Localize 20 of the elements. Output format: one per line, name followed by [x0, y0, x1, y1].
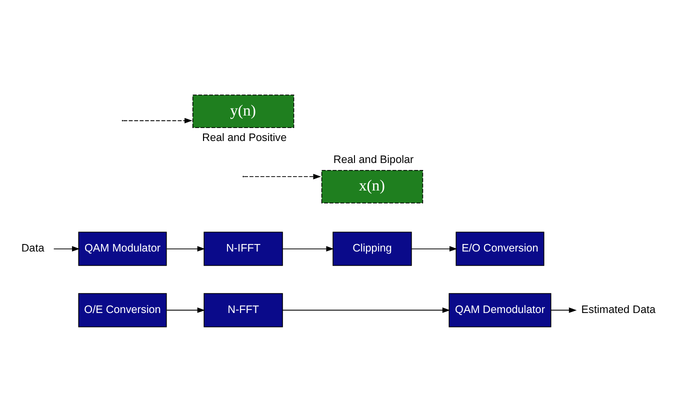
node-box: Clipping [332, 231, 412, 266]
arrow [123, 117, 192, 123]
arrow [53, 246, 80, 252]
node-box: E/O Conversion [456, 231, 544, 266]
node-box: O/E Conversion [78, 292, 167, 327]
node-label: Real and Positive [202, 132, 287, 144]
node-box: QAM Demodulator [448, 292, 552, 327]
node-box: N-IFFT [204, 231, 283, 266]
node-label: Real and Bipolar [333, 153, 414, 166]
node-text: Estimated Data [581, 304, 656, 316]
arrow [411, 246, 458, 252]
arrow [166, 246, 206, 252]
arrow [166, 306, 206, 312]
node-box: QAM Modulator [78, 231, 167, 266]
arrow [282, 246, 334, 252]
arrow [550, 306, 577, 312]
node-text: Data [21, 242, 44, 254]
arrow [244, 173, 322, 179]
node-box: N-FFT [204, 292, 283, 327]
arrow [282, 306, 450, 312]
